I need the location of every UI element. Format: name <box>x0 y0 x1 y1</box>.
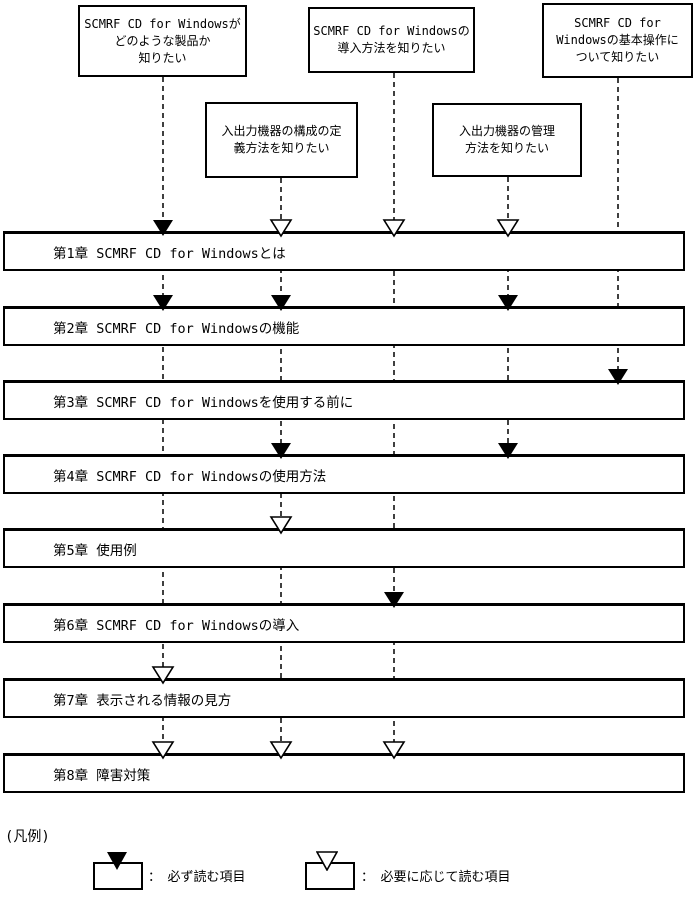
question-box-text: 方法を知りたい <box>464 141 549 155</box>
chapter-label: 第1章 SCMRF CD for Windowsとは <box>53 245 286 262</box>
chapter-bar-1: 第1章 SCMRF CD for Windowsとは <box>3 231 685 271</box>
chapter-label: 第5章 使用例 <box>53 542 137 559</box>
question-box-q2: SCMRF CD for Windowsの導入方法を知りたい <box>308 7 475 73</box>
chapter-bar-7: 第7章 表示される情報の見方 <box>3 678 685 718</box>
question-box-text: SCMRF CD for Windowsの <box>313 24 470 38</box>
chapter-label: 第6章 SCMRF CD for Windowsの導入 <box>53 617 300 634</box>
chapter-label: 第7章 表示される情報の見方 <box>53 692 232 709</box>
optional-read-arrow-icon <box>316 851 338 871</box>
chapter-bar-2: 第2章 SCMRF CD for Windowsの機能 <box>3 306 685 346</box>
question-box-q4: 入出力機器の構成の定義方法を知りたい <box>205 102 358 178</box>
question-box-text: 知りたい <box>138 50 187 65</box>
question-box-text: 導入方法を知りたい <box>337 41 446 55</box>
chapter-bar-3: 第3章 SCMRF CD for Windowsを使用する前に <box>3 380 685 420</box>
chapter-bar-6: 第6章 SCMRF CD for Windowsの導入 <box>3 603 685 643</box>
question-box-text: 入出力機器の管理 <box>458 124 555 138</box>
question-box-text: 入出力機器の構成の定 <box>221 124 342 138</box>
question-box-text: Windowsの基本操作に <box>556 33 679 47</box>
must-read-arrow-icon <box>107 852 127 870</box>
legend-title: (凡例) <box>5 829 50 845</box>
question-box-text: 義方法を知りたい <box>233 141 330 155</box>
question-box-text: どのような製品か <box>114 33 211 48</box>
chapter-label: 第2章 SCMRF CD for Windowsの機能 <box>53 320 300 337</box>
chapter-bar-4: 第4章 SCMRF CD for Windowsの使用方法 <box>3 454 685 494</box>
question-box-text: SCMRF CD for <box>574 16 661 30</box>
legend-optional-read-label: ： 必要に応じて読む項目 <box>361 870 511 885</box>
question-box-text: SCMRF CD for Windowsが <box>84 16 241 31</box>
question-box-text: ついて知りたい <box>575 50 660 64</box>
legend-must-read-label: ： 必ず読む項目 <box>148 870 246 885</box>
chapter-bar-8: 第8章 障害対策 <box>3 753 685 793</box>
chapter-label: 第8章 障害対策 <box>53 767 151 784</box>
chapter-label: 第3章 SCMRF CD for Windowsを使用する前に <box>53 394 354 411</box>
question-box-q5: 入出力機器の管理方法を知りたい <box>432 103 582 177</box>
chapter-bar-5: 第5章 使用例 <box>3 528 685 568</box>
chapter-label: 第4章 SCMRF CD for Windowsの使用方法 <box>53 468 327 485</box>
question-box-q1: SCMRF CD for Windowsがどのような製品か知りたい <box>78 5 247 77</box>
